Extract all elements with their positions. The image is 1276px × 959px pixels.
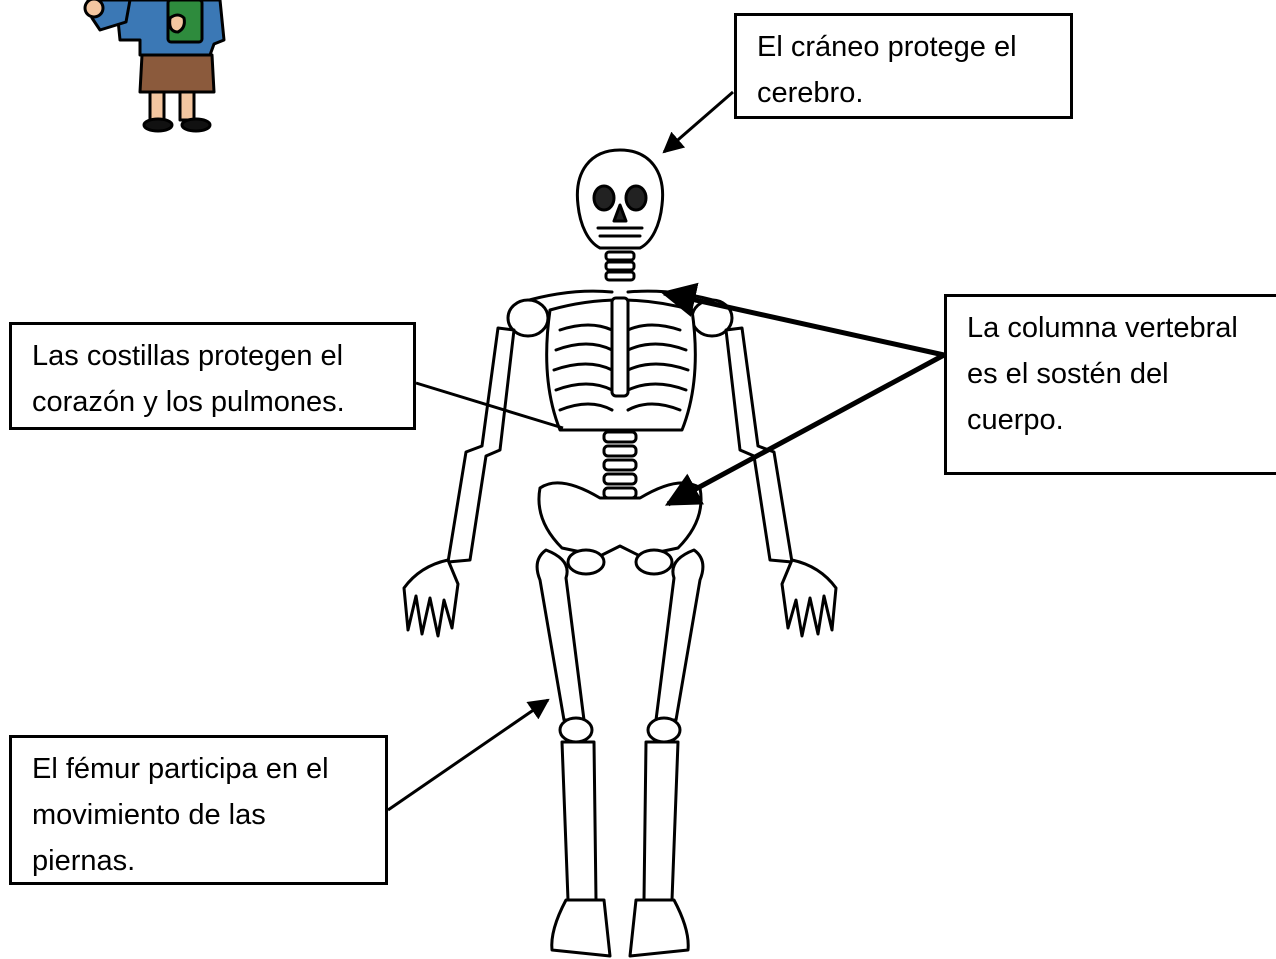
- label-femur-line-2: movimiento de las: [32, 799, 266, 831]
- arrow-columna-upper: [660, 282, 945, 358]
- label-costillas: Las costillas protegen el corazón y los …: [9, 322, 416, 430]
- label-columna-line-2: es el sostén del: [967, 358, 1169, 390]
- skeleton: [402, 148, 838, 958]
- cervical-spine: [604, 250, 636, 282]
- label-costillas-line-2: corazón y los pulmones.: [32, 386, 345, 418]
- arrow-costillas: [415, 381, 564, 430]
- label-femur-line-3: piernas.: [32, 845, 136, 877]
- label-costillas-line-1: Las costillas protegen el: [32, 340, 344, 372]
- femur-right: [654, 548, 705, 722]
- arrow-columna-lower: [664, 352, 946, 507]
- arrow-craneo: [662, 90, 734, 154]
- callout-arrows: [387, 90, 946, 812]
- label-craneo: El cráneo protege el cerebro.: [734, 13, 1073, 119]
- label-craneo-line-1: El cráneo protege el: [757, 31, 1017, 63]
- teacher-illustration: [83, 0, 226, 133]
- label-femur-line-1: El fémur participa en el: [32, 753, 329, 785]
- label-craneo-line-2: cerebro.: [757, 77, 864, 109]
- label-femur: El fémur participa en el movimiento de l…: [9, 735, 388, 885]
- lumbar-spine: [602, 430, 638, 500]
- label-columna-line-3: cuerpo.: [967, 404, 1064, 436]
- label-columna-line-1: La columna vertebral: [967, 312, 1238, 344]
- rib-cage: [545, 296, 697, 432]
- label-columna: La columna vertebral es el sostén del cu…: [944, 294, 1276, 475]
- skull: [575, 148, 665, 250]
- arrow-femur: [387, 698, 550, 812]
- femur-left: [535, 548, 586, 722]
